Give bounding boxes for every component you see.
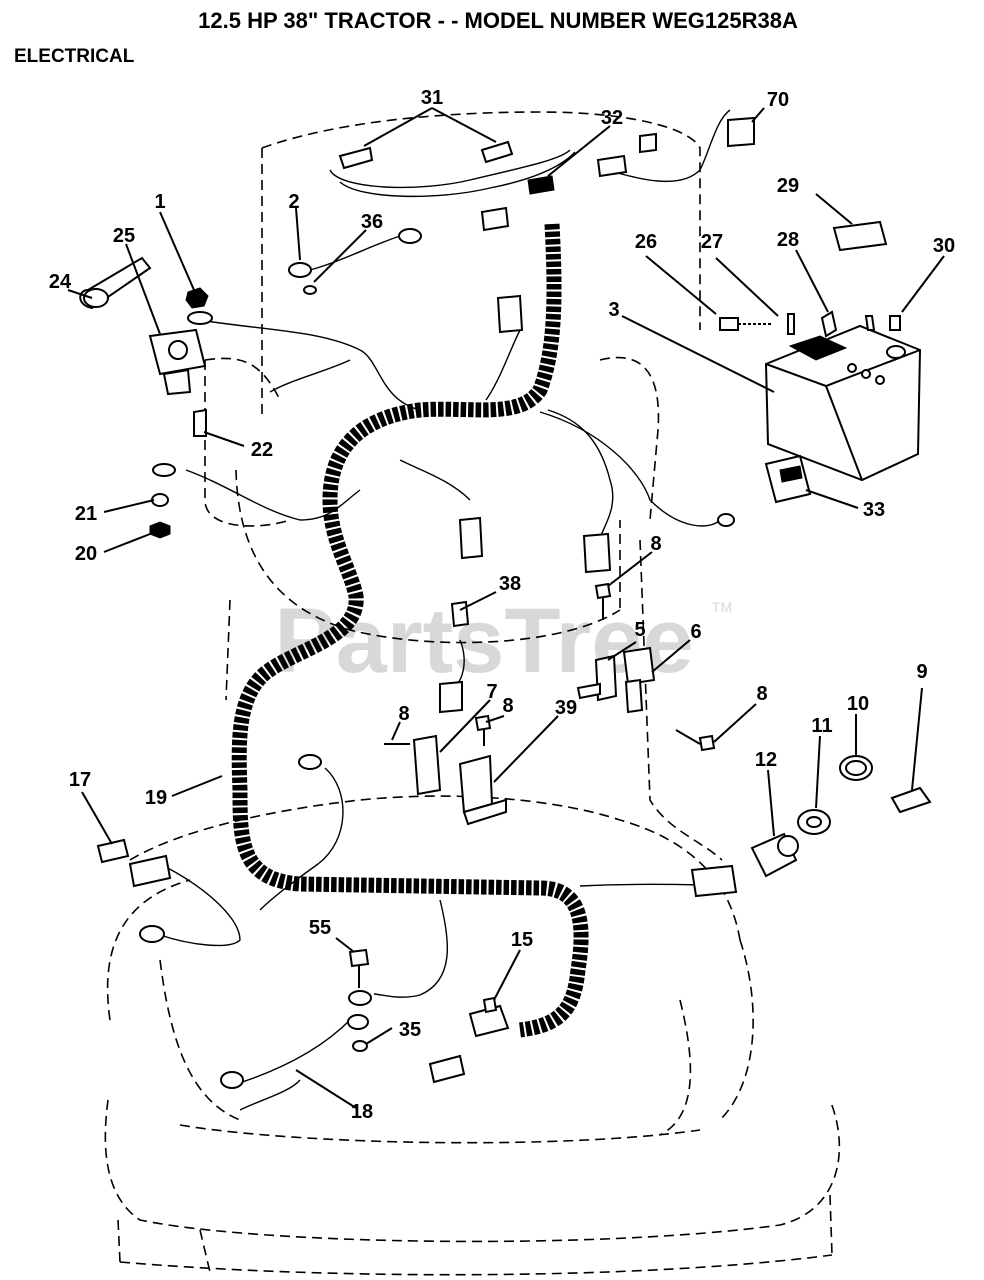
callout-21: 21 bbox=[75, 503, 97, 525]
callout-8-a: 8 bbox=[650, 533, 661, 555]
callout-31: 31 bbox=[421, 87, 443, 109]
watermark: PartsTree bbox=[274, 590, 693, 692]
callout-20: 20 bbox=[75, 543, 97, 565]
callout-18: 18 bbox=[351, 1101, 373, 1123]
callout-7: 7 bbox=[486, 681, 497, 703]
part-1-nut bbox=[185, 287, 209, 309]
battery-hardware bbox=[719, 220, 901, 338]
callout-55: 55 bbox=[309, 917, 331, 939]
part-24-boot bbox=[79, 256, 152, 310]
callout-12: 12 bbox=[755, 749, 777, 771]
callout-6: 6 bbox=[690, 621, 701, 643]
diagram-title: 12.5 HP 38" TRACTOR - - MODEL NUMBER WEG… bbox=[198, 8, 798, 33]
leader-lines bbox=[67, 107, 945, 1109]
callout-3: 3 bbox=[608, 299, 619, 321]
part-3-battery bbox=[764, 324, 922, 482]
part-25-solenoid bbox=[148, 328, 207, 396]
callout-8-b: 8 bbox=[756, 683, 767, 705]
ignition-9-10-11-12 bbox=[750, 755, 932, 878]
part-33-switch bbox=[764, 454, 812, 504]
callout-27: 27 bbox=[701, 231, 723, 253]
callout-28: 28 bbox=[777, 229, 799, 251]
part-15-17-sensors bbox=[96, 838, 510, 1084]
callout-11: 11 bbox=[811, 715, 832, 737]
callout-labels: 31 32 70 29 1 2 36 25 26 27 28 30 24 3 2… bbox=[49, 87, 955, 1123]
callout-2: 2 bbox=[288, 191, 299, 213]
callout-8-d: 8 bbox=[502, 695, 513, 717]
callout-35: 35 bbox=[399, 1019, 421, 1041]
tractor-outline bbox=[104, 111, 841, 1276]
headlight-connectors bbox=[338, 116, 755, 232]
washers-nuts bbox=[149, 285, 368, 1052]
coiled-harness-19 bbox=[231, 223, 589, 1038]
callout-24: 24 bbox=[49, 271, 72, 293]
callout-70: 70 bbox=[767, 89, 789, 111]
callout-19: 19 bbox=[145, 787, 167, 809]
screws-8-22-55 bbox=[348, 582, 716, 988]
wiring bbox=[159, 109, 731, 1111]
callout-32: 32 bbox=[601, 107, 623, 129]
callout-10: 10 bbox=[847, 693, 869, 715]
callout-9: 9 bbox=[916, 661, 927, 683]
callout-1: 1 bbox=[154, 191, 165, 213]
harness-plugs bbox=[439, 294, 738, 898]
callout-5: 5 bbox=[634, 619, 645, 641]
section-title: ELECTRICAL bbox=[14, 46, 135, 67]
watermark-trademark: TM bbox=[712, 599, 732, 615]
brackets-5-6-39 bbox=[412, 646, 656, 826]
callout-33: 33 bbox=[863, 499, 885, 521]
callout-38: 38 bbox=[499, 573, 521, 595]
callout-15: 15 bbox=[511, 929, 533, 951]
callout-25: 25 bbox=[113, 225, 135, 247]
callout-17: 17 bbox=[69, 769, 91, 791]
callout-26: 26 bbox=[635, 231, 657, 253]
callout-39: 39 bbox=[555, 697, 577, 719]
callout-8-c: 8 bbox=[398, 703, 409, 725]
callout-30: 30 bbox=[933, 235, 955, 257]
callout-29: 29 bbox=[777, 175, 799, 197]
callout-36: 36 bbox=[361, 211, 383, 233]
callout-22: 22 bbox=[251, 439, 273, 461]
terminals bbox=[139, 228, 735, 1089]
